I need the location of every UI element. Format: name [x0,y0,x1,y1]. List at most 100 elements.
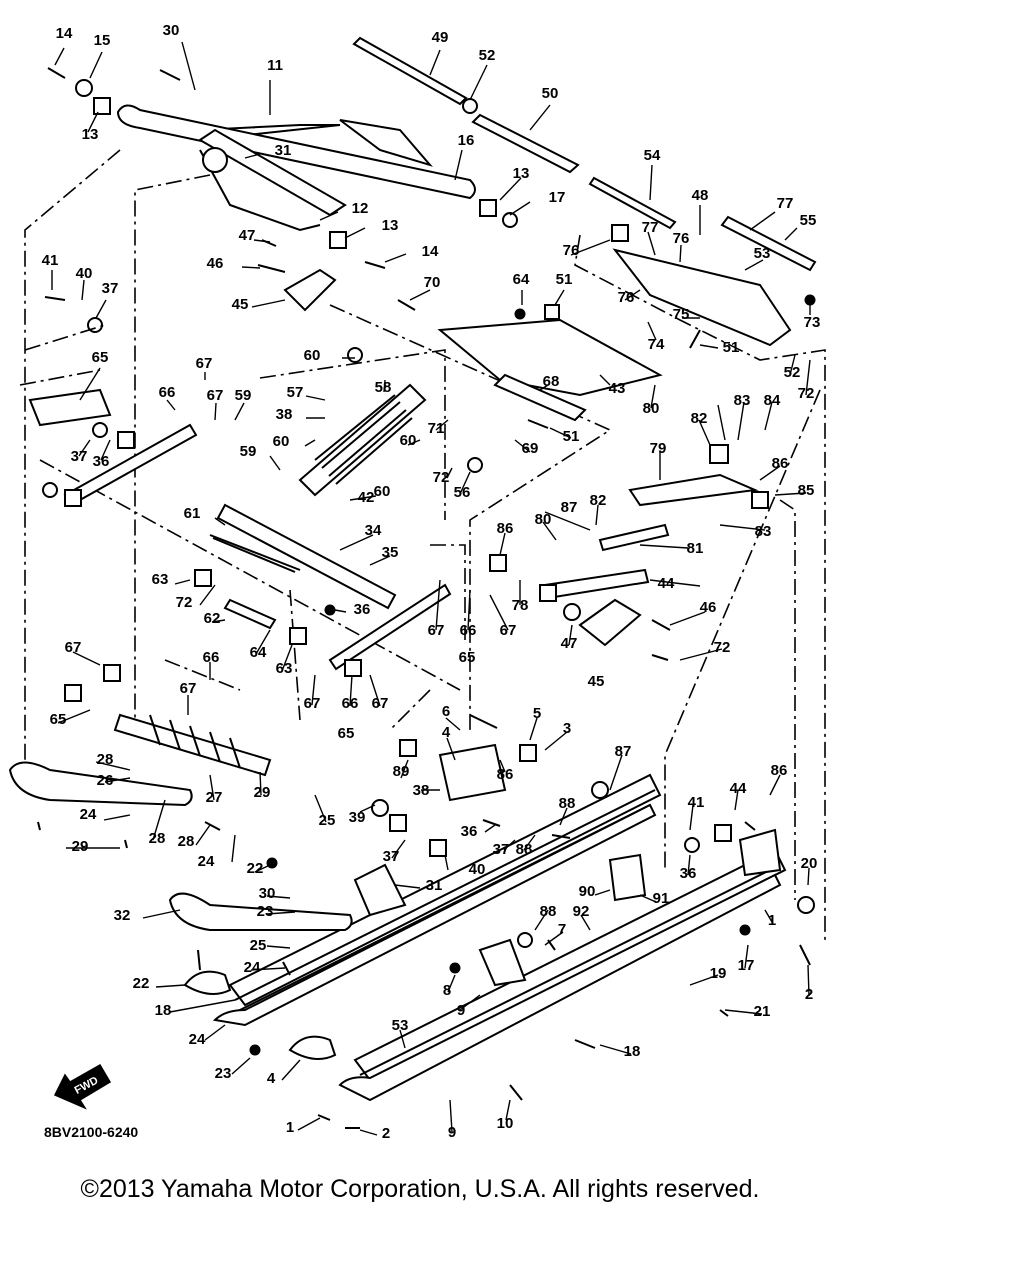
part-callout: 67 [180,680,197,697]
part-callout: 71 [428,420,445,437]
part-callout: 72 [798,385,815,402]
part-callout: 44 [658,575,675,592]
part-callout: 90 [579,883,596,900]
part-callout: 76 [673,230,690,247]
part-callout: 50 [542,85,559,102]
part-callout: 72 [714,639,731,656]
part-callout: 77 [777,195,794,212]
part-callout: 61 [184,505,201,522]
part-callout: 8 [443,982,451,999]
part-callout: 88 [559,795,576,812]
part-callout: 16 [458,132,475,149]
part-callout: 14 [422,243,439,260]
part-callout: 87 [615,743,632,760]
copyright-notice: ©2013 Yamaha Motor Corporation, U.S.A. A… [80,1175,760,1203]
part-callout: 35 [382,544,399,561]
front-shock [298,383,427,497]
part-callout: 88 [540,903,557,920]
part-callout: 59 [240,443,257,460]
part-callout: 49 [432,29,449,46]
part-callout: 23 [215,1065,232,1082]
left-rail [212,773,662,1027]
part-callout: 89 [393,763,410,780]
part-callout: 74 [648,336,665,353]
part-callout: 30 [259,885,276,902]
part-callout: 18 [155,1002,172,1019]
part-callout: 83 [755,523,772,540]
part-callout: 47 [239,227,256,244]
part-callout: 84 [764,392,781,409]
part-callout: 66 [342,695,359,712]
part-callout: 88 [516,841,533,858]
leader-lines [51,41,811,1136]
part-callout: 75 [673,306,690,323]
part-callout: 43 [609,380,626,397]
part-callout: 68 [543,373,560,390]
part-callout: 40 [76,265,93,282]
part-callout: 52 [784,364,801,381]
part-callout: 20 [801,855,818,872]
part-callout: 31 [275,142,292,159]
part-callout: 73 [804,314,821,331]
part-callout: 57 [287,384,304,401]
part-callout: 17 [549,189,566,206]
part-callout: 40 [469,861,486,878]
part-callout: 36 [680,865,697,882]
part-callout: 51 [556,271,573,288]
part-callout: 76 [563,242,580,259]
part-callout: 10 [497,1115,514,1132]
part-callout: 65 [338,725,355,742]
part-callout: 58 [375,379,392,396]
part-callout: 72 [176,594,193,611]
part-callout: 21 [754,1003,771,1020]
part-callout: 86 [772,455,789,472]
plates-45 [283,268,642,647]
part-callout: 2 [805,986,813,1003]
part-callout: 44 [730,780,747,797]
part-callout: 76 [618,289,635,306]
part-callout: 23 [257,903,274,920]
part-callout: 24 [198,853,215,870]
part-callout: 19 [710,965,727,982]
part-callout: 29 [72,838,89,855]
part-callout: 81 [687,540,704,557]
part-callout: 22 [247,860,264,877]
part-callout: 60 [400,432,417,449]
part-callout: 9 [457,1002,465,1019]
shoes-4 [183,970,337,1060]
part-callout: 12 [352,200,369,217]
part-callout: 80 [535,511,552,528]
part-callout: 4 [442,724,451,741]
fwd-arrow-icon: FWD [53,1063,112,1110]
part-callout: 65 [92,349,109,366]
part-callout: 37 [71,448,88,465]
part-callout: 17 [738,957,755,974]
part-callout: 83 [734,392,751,409]
part-callout: 3 [563,720,571,737]
part-callout: 63 [276,660,293,677]
part-callout: 31 [426,877,443,894]
part-callout: 24 [244,959,261,976]
part-callout: 39 [349,809,366,826]
rear-shock [113,713,272,777]
part-callout: 38 [413,782,430,799]
part-callout: 64 [250,644,267,661]
part-callout: 36 [461,823,478,840]
part-callout: 60 [304,347,321,364]
part-callout: 14 [56,25,73,42]
part-callout: 7 [558,921,566,938]
part-callout: 30 [163,22,180,39]
part-callout: 67 [207,387,224,404]
part-callout: 87 [561,499,578,516]
part-callout: 46 [207,255,224,272]
part-callout: 62 [204,610,221,627]
part-callout: 60 [374,483,391,500]
part-callout: 13 [382,217,399,234]
rear-arm-11 [116,104,476,232]
bracket-79 [628,473,759,507]
part-callout: 18 [624,1043,641,1060]
part-callout: 91 [653,890,670,907]
part-callout: 67 [500,622,517,639]
part-callout: 45 [232,296,249,313]
